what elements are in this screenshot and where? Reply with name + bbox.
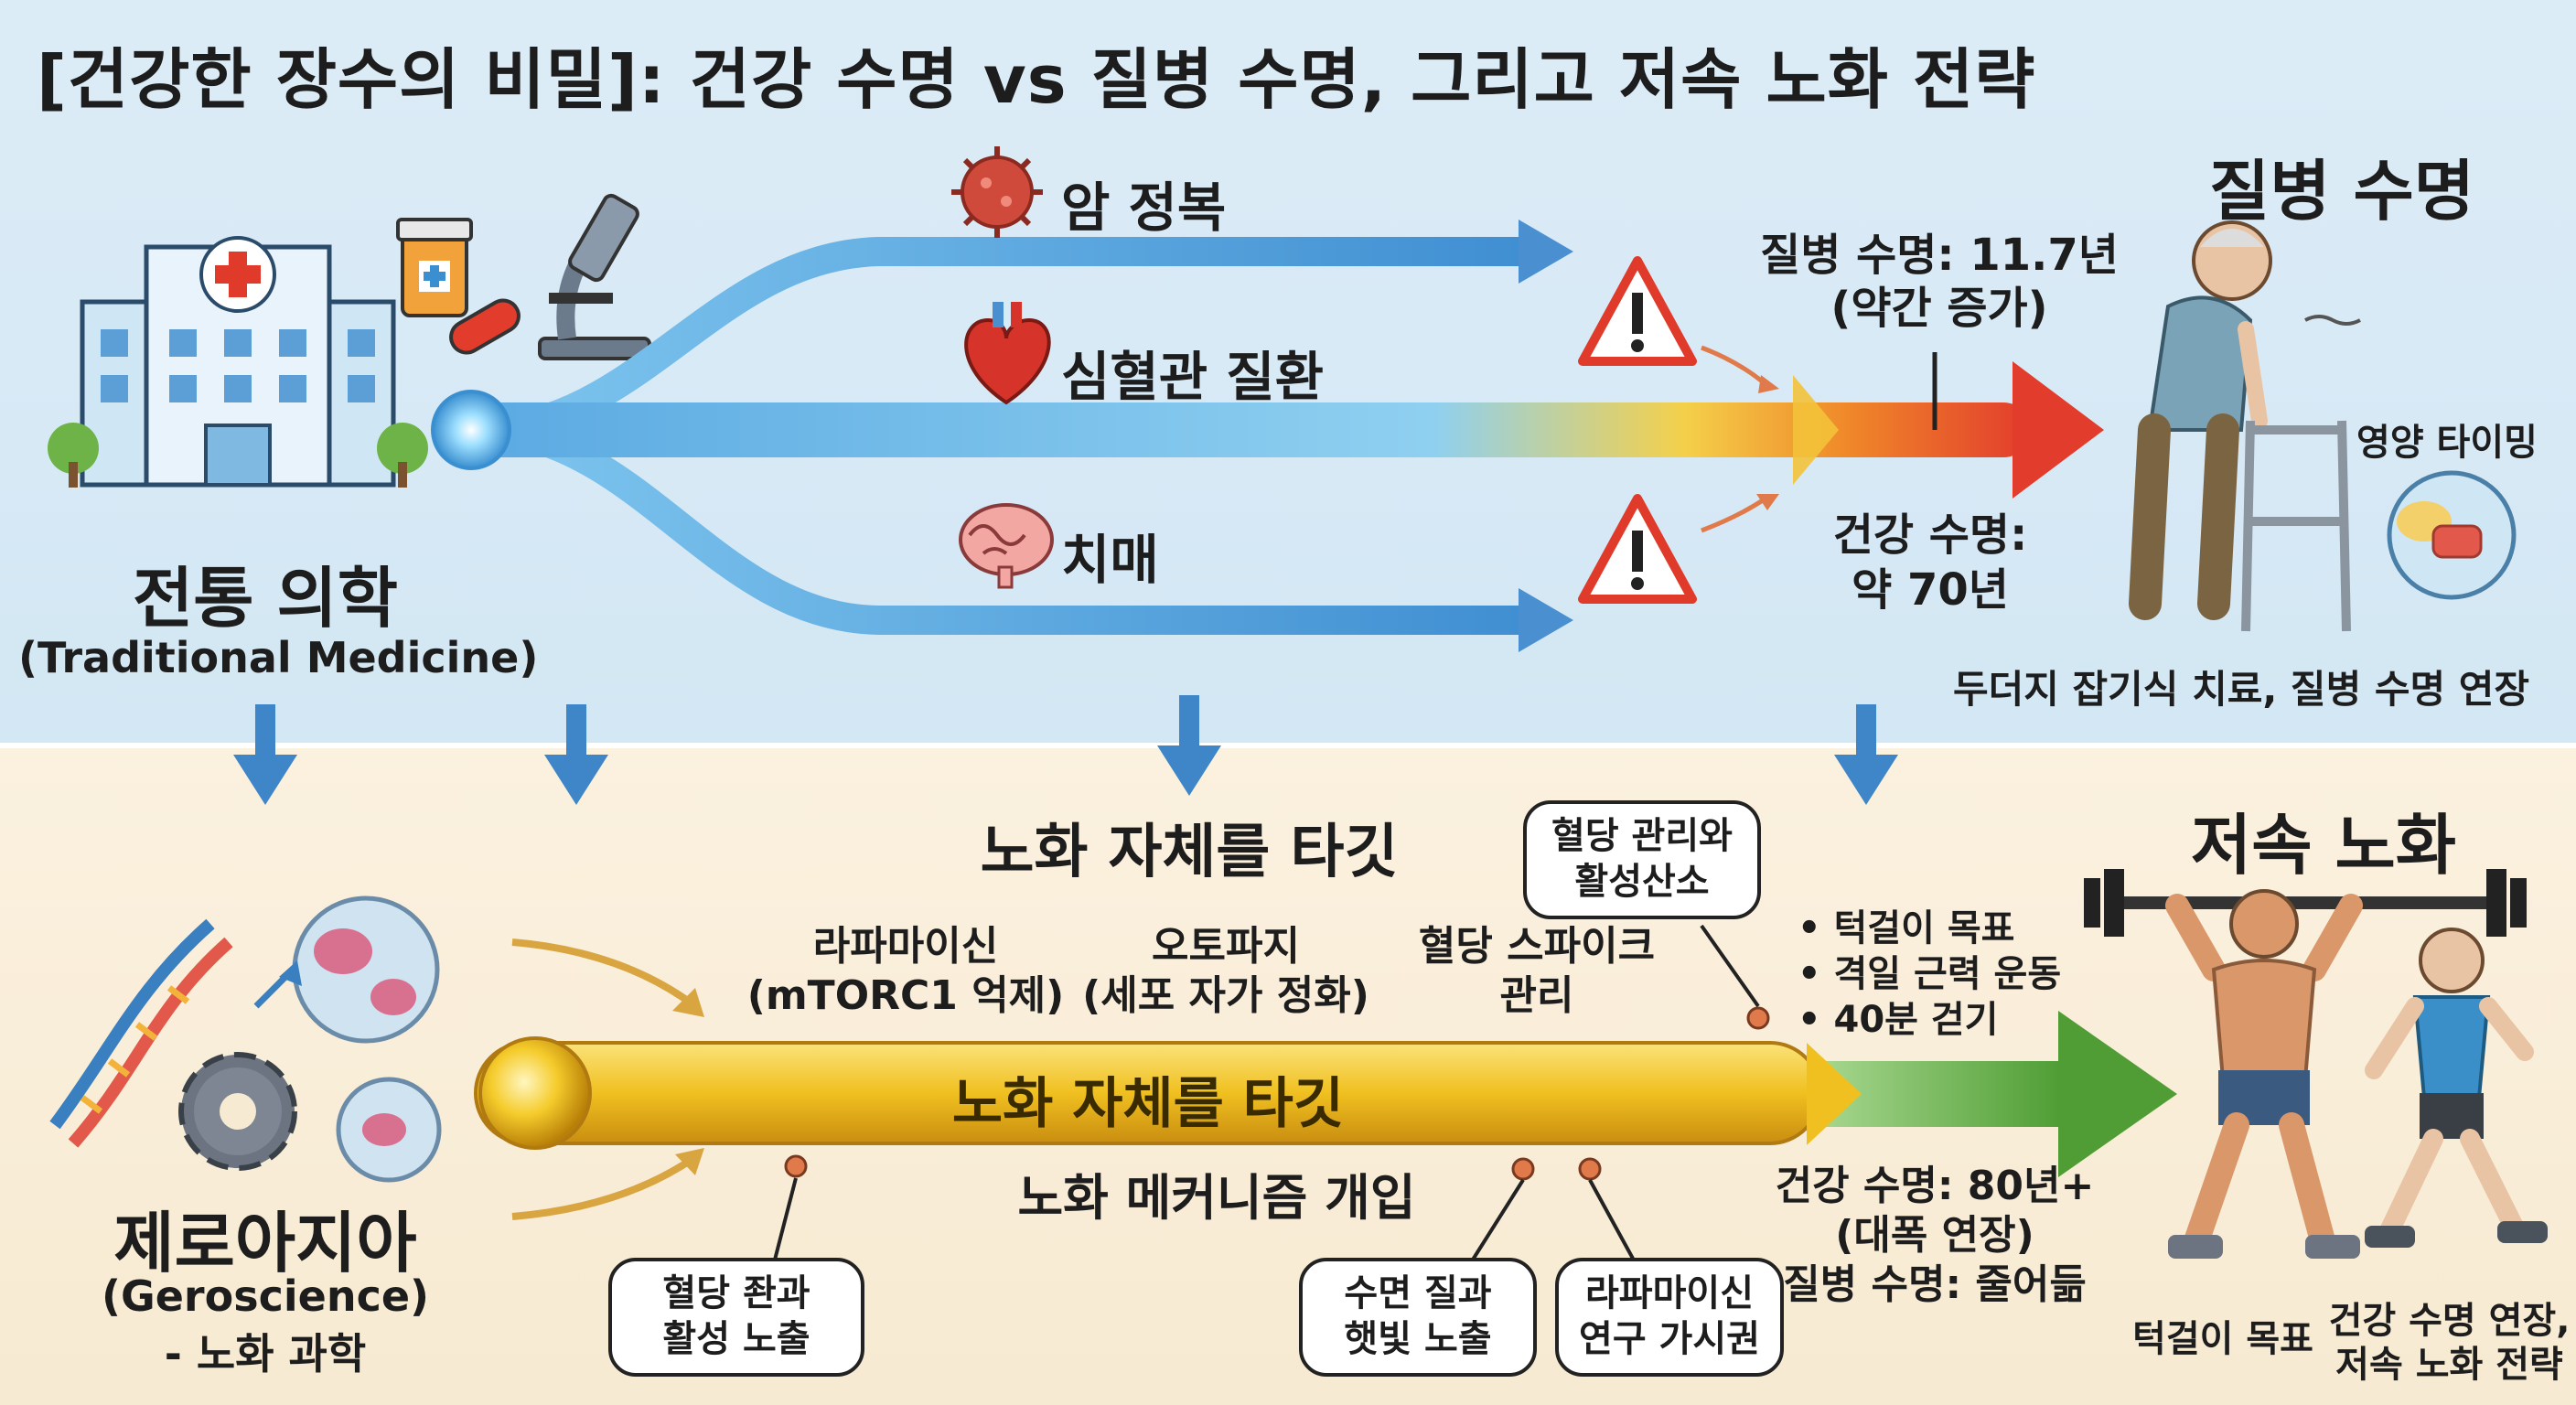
target-aging-heading: 노화 자체를 타깃 [980, 819, 1399, 886]
intervention-label: 노화 메커니즘 개입 [1017, 1169, 1416, 1227]
bubble-glucose-ros: 혈당 관리와 활성산소 [1523, 800, 1761, 919]
cell-icon [292, 896, 440, 1044]
disease-span-heading: 질병 수명 [2208, 153, 2475, 230]
green-arrowhead [2058, 1011, 2177, 1177]
virus-icon [951, 146, 1043, 238]
panel-divider [0, 743, 2576, 748]
pill-bottle-icon [396, 218, 521, 355]
geroscience-subtitle: (Geroscience) - 노화 과학 [101, 1271, 430, 1378]
traditional-medicine-subtitle: (Traditional Medicine) [18, 633, 539, 682]
brain-icon [959, 503, 1054, 589]
gear-icon [178, 1052, 297, 1171]
pullup-caption: 턱걸이 목표 [2132, 1318, 2313, 1360]
glucose-spike-label: 혈당 스파이크 관리 [1418, 923, 1656, 1019]
running-man-icon [2365, 928, 2548, 1248]
dna-icon [49, 918, 233, 1148]
cell-icon [336, 1077, 442, 1183]
hospital-icon [48, 236, 428, 488]
page-title: [건강한 장수의 비밀]: 건강 수명 vs 질병 수명, 그리고 저속 노화 … [37, 41, 2036, 118]
slow-aging-heading: 저속 노화 [2190, 807, 2457, 884]
meal-plate-icon [2387, 470, 2517, 600]
microscope-icon [538, 193, 651, 360]
autophagy-label: 오토파지 (세포 자가 정화) [1082, 923, 1369, 1019]
geroscience-start-orb [478, 1036, 592, 1150]
branch-label-cancer: 암 정복 [1061, 177, 1227, 239]
main-arrowhead [2012, 361, 2104, 499]
extend-caption: 건강 수명 연장, 저속 노화 전략 [2328, 1300, 2571, 1386]
target-aging-bar-label: 노화 자체를 타깃 [951, 1072, 1345, 1136]
nutrition-timing-label: 영양 타이밍 [2356, 422, 2538, 464]
whack-a-mole-caption: 두더지 잡기식 치료, 질병 수명 연장 [1952, 667, 2530, 712]
bullet-item: • 40분 걷기 [1798, 999, 1999, 1041]
elderly-walker-icon [2129, 220, 2351, 632]
traditional-start-orb [431, 390, 511, 470]
branch-label-cardio: 심혈관 질환 [1061, 346, 1324, 408]
health-span-label: 건강 수명: 약 70년 [1832, 509, 2028, 616]
bubble-rapamycin-research: 라파마이신 연구 가시권 [1555, 1258, 1784, 1377]
improved-span-label: 건강 수명: 80년+ (대폭 연장) 질병 수명: 줄어듦 [1775, 1163, 2095, 1308]
disease-span-label: 질병 수명: 11.7년 (약간 증가) [1760, 230, 2119, 334]
traditional-medicine-heading: 전통 의학 [132, 560, 399, 637]
down-arrows [233, 695, 1898, 805]
bullet-item: • 격일 근력 운동 [1798, 953, 2062, 995]
bubble-sleep-sunlight: 수면 질과 햇빛 노출 [1299, 1258, 1537, 1377]
main-lifespan-arrow [457, 402, 2031, 457]
heart-icon [964, 302, 1051, 405]
warning-icon [1578, 494, 1697, 604]
branch-arrowhead-top [1519, 220, 1573, 284]
geroscience-heading: 제로아지아 [113, 1205, 417, 1282]
branch-label-dementia: 치매 [1061, 529, 1159, 591]
exercise-bullets: • 턱걸이 목표 • 격일 근력 운동 • 40분 걷기 [1798, 906, 2061, 1043]
warning-icon [1578, 256, 1697, 366]
barbell-man-icon [2084, 869, 2527, 1259]
rapamycin-label: 라파마이신 (mTORC1 억제) [746, 923, 1065, 1019]
bubble-glucose-peak: 혈당 좐과 활성 노출 [608, 1258, 864, 1377]
bullet-item: • 턱걸이 목표 [1798, 907, 2015, 949]
branch-arrowhead-bottom [1519, 588, 1573, 652]
